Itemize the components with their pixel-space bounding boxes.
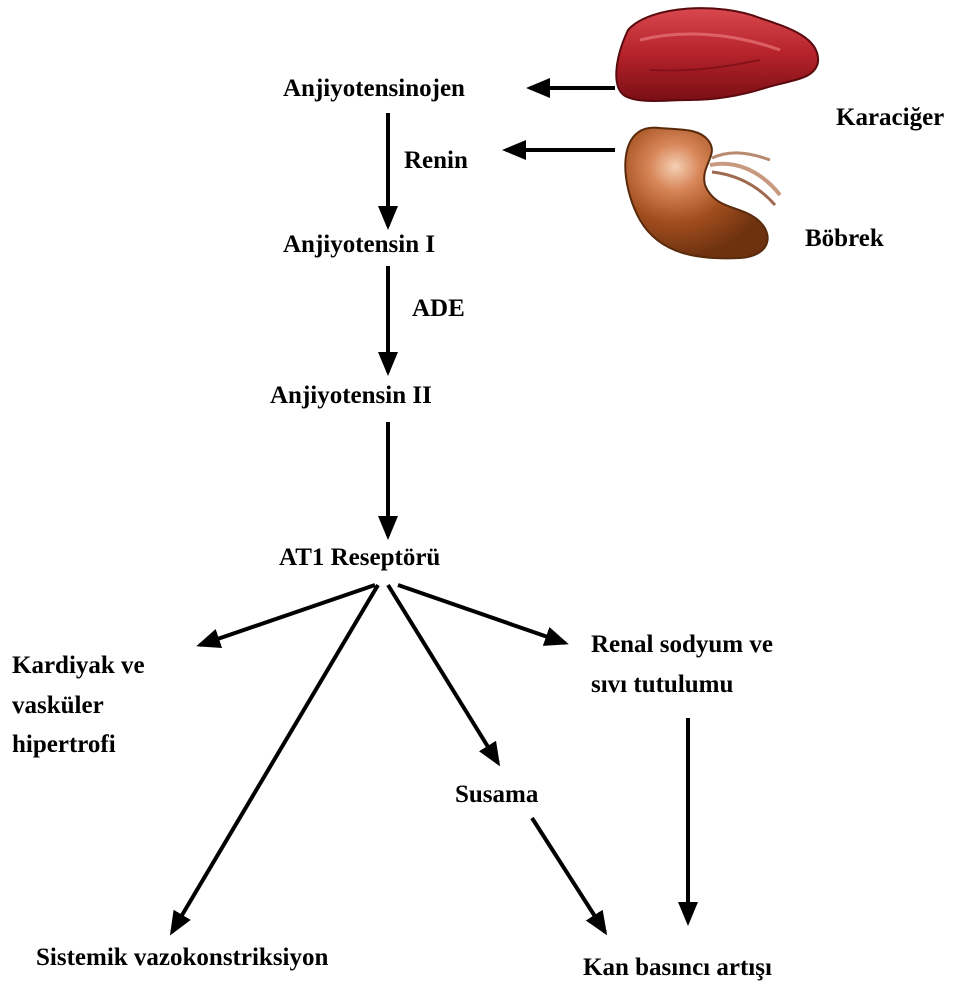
organ-kidney-label: Böbrek: [805, 225, 884, 252]
node-renal-line2: sıvı tutulumu: [591, 671, 734, 698]
liver-image: [616, 8, 818, 101]
node-thirst: Susama: [455, 781, 539, 808]
enzyme-renin: Renin: [404, 147, 468, 174]
arrow-at1-to-vasoconstriction: [172, 585, 378, 932]
node-cardiac-line3: hipertrofi: [12, 731, 116, 758]
node-angiotensin1: Anjiyotensin I: [283, 231, 435, 258]
arrow-at1-to-thirst: [388, 585, 498, 763]
arrow-thirst-to-bp: [532, 818, 605, 932]
node-angiotensin2: Anjiyotensin II: [270, 382, 432, 409]
node-vasoconstriction: Sistemik vazokonstriksiyon: [36, 944, 329, 971]
node-bp-increase: Kan basıncı artışı: [583, 954, 772, 981]
kidney-image: [625, 128, 780, 259]
node-angiotensinogen: Anjiyotensinojen: [283, 75, 465, 102]
node-cardiac-line1: Kardiyak ve: [12, 652, 145, 679]
node-at1-receptor: AT1 Reseptörü: [279, 544, 440, 571]
arrow-at1-to-renal: [398, 585, 565, 643]
organ-liver-label: Karaciğer: [836, 104, 944, 131]
node-renal-line1: Renal sodyum ve: [591, 631, 773, 658]
enzyme-ace: ADE: [412, 295, 465, 322]
node-cardiac-line2: vasküler: [12, 692, 104, 719]
